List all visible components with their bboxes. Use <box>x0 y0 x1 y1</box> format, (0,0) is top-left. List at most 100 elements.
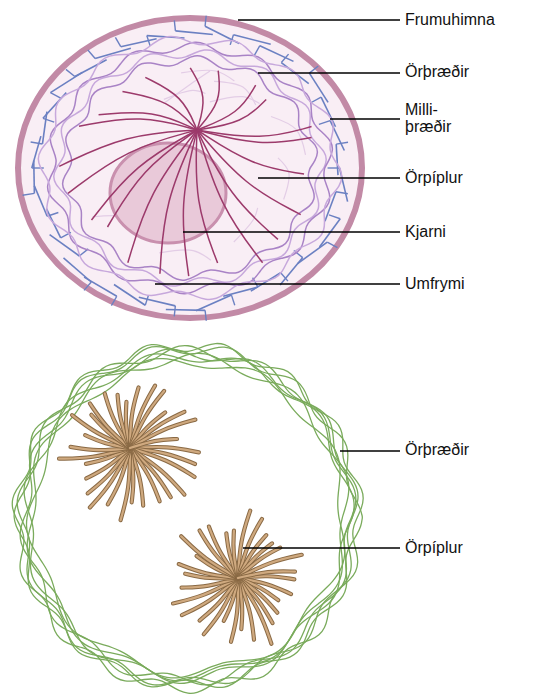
leader-line <box>258 72 400 74</box>
microtubule <box>107 130 197 227</box>
aster <box>59 386 199 521</box>
microfilaments <box>38 37 341 300</box>
intermediate-filament <box>327 242 337 248</box>
microfilament <box>271 116 305 154</box>
leader-line <box>243 547 400 549</box>
intermediate-filament <box>309 73 328 102</box>
intermediate-filament <box>230 35 233 45</box>
spindle-microtubule <box>238 571 295 578</box>
intermediate-filament <box>281 273 288 281</box>
leader-line <box>258 177 400 179</box>
spindle-microtubule <box>209 527 238 578</box>
microfilament <box>234 208 258 242</box>
intermediate-filament <box>111 296 116 305</box>
intermediate-filament <box>43 118 54 122</box>
leader-lines <box>155 20 400 548</box>
spindle-microtubule <box>238 578 254 640</box>
intermediate-filament <box>114 284 145 305</box>
part-label: Frumuhimna <box>405 11 495 28</box>
intermediate-filament <box>115 37 120 46</box>
intermediate-filament <box>84 282 91 290</box>
microtubule <box>183 130 197 276</box>
microfilament-strand <box>14 347 362 688</box>
microtubules <box>59 68 311 276</box>
spindle-microtubule <box>238 578 271 644</box>
part-label: Örpíplur <box>405 539 463 556</box>
leader-line <box>238 19 400 21</box>
intermediate-filament <box>329 215 340 219</box>
intermediate-filament <box>147 36 150 46</box>
leader-line <box>330 118 400 120</box>
intermediate-filament <box>260 46 294 62</box>
microfilament-ring <box>12 343 363 693</box>
microfilament <box>181 70 234 81</box>
microfilament <box>214 81 256 105</box>
cell-membrane <box>18 18 362 318</box>
microtubule <box>190 68 203 130</box>
microtubule <box>145 77 197 130</box>
leader-line <box>183 231 400 233</box>
intermediate-filament <box>336 192 348 194</box>
microtubule <box>160 130 197 274</box>
spindle-microtubule <box>238 555 302 578</box>
intermediate-filament <box>166 309 205 311</box>
microtubule <box>197 85 256 130</box>
leader-line <box>340 450 400 452</box>
intermediate-filament <box>50 93 60 99</box>
intermediate-filament <box>281 54 288 62</box>
spindle-microtubule <box>238 555 302 578</box>
microtubule <box>197 130 301 215</box>
intermediate-filament <box>336 142 348 144</box>
microfilament-strand <box>12 343 363 693</box>
spindle-microtubule <box>130 439 177 448</box>
animal-cell <box>18 16 362 321</box>
intermediate-filament <box>174 306 175 316</box>
spindle-asters <box>59 386 302 644</box>
microtubule <box>122 91 197 130</box>
intermediate-filament <box>75 60 107 77</box>
intermediate-filament <box>196 295 231 311</box>
microfilament <box>54 50 326 286</box>
intermediate-filament <box>254 46 259 55</box>
intermediate-filament <box>319 121 330 125</box>
intermediate-filament <box>309 66 318 73</box>
microtubule <box>197 99 266 130</box>
part-label: Kjarni <box>405 223 446 240</box>
intermediate-filament <box>63 258 91 282</box>
microfilament <box>38 37 341 300</box>
part-label: Örþræðir <box>405 63 469 80</box>
intermediate-filament <box>311 97 321 103</box>
spindle-microtubule <box>173 578 238 603</box>
leader-line <box>155 283 400 285</box>
intermediate-filament <box>231 295 234 305</box>
intermediate-filament <box>174 20 175 30</box>
microtubule <box>197 71 219 130</box>
intermediate-filament <box>336 144 338 175</box>
spindle-microtubule <box>238 578 254 640</box>
intermediate-filament <box>175 31 212 35</box>
microtubule <box>197 130 278 239</box>
spindle-microtubule <box>173 578 238 603</box>
intermediate-filament <box>66 69 75 76</box>
intermediate-filament <box>31 142 43 144</box>
microtubule <box>197 130 312 142</box>
aster <box>173 511 302 644</box>
spindle-microtubule <box>130 420 195 448</box>
spindle-microtubule <box>209 527 238 578</box>
spindle-microtubule <box>105 393 130 448</box>
intermediate-filaments <box>23 16 348 321</box>
microtubule <box>68 130 197 193</box>
intermediate-filament <box>205 16 206 26</box>
spindle-microtubule <box>130 439 177 448</box>
part-label: Umfrymi <box>405 275 465 292</box>
spindle-microtubule <box>238 571 295 578</box>
dividing-cell <box>12 343 363 693</box>
microtubule <box>196 130 217 263</box>
microtubule <box>79 119 197 130</box>
intermediate-filament <box>23 193 35 195</box>
intermediate-filament <box>34 186 47 217</box>
spindle-microtubule <box>238 578 271 644</box>
spindle-microtubule <box>130 420 195 448</box>
